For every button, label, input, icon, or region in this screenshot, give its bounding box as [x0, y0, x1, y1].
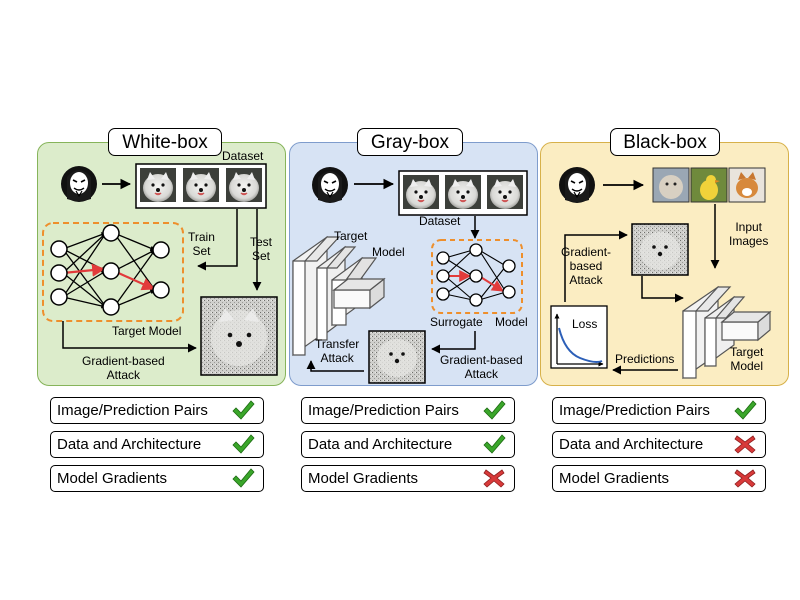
attacker-icon [60, 165, 98, 203]
gray-property-row: Data and Architecture [301, 431, 515, 458]
black-property-row: Data and Architecture [552, 431, 766, 458]
property-label: Data and Architecture [559, 436, 704, 453]
black-property-row: Image/Prediction Pairs [552, 397, 766, 424]
attacker-icon [311, 166, 349, 204]
gray-property-row: Image/Prediction Pairs [301, 397, 515, 424]
property-label: Image/Prediction Pairs [308, 402, 459, 419]
black-target-model-3d [682, 285, 772, 380]
property-label: Image/Prediction Pairs [559, 402, 710, 419]
cross-icon [734, 435, 756, 454]
cross-icon [483, 469, 505, 488]
input-images-label: Input Images [729, 220, 769, 248]
surrogate-label: Surrogate [430, 315, 483, 329]
check-icon [483, 400, 506, 420]
white-dataset-label: Dataset [222, 149, 264, 163]
black-property-row: Model Gradients [552, 465, 766, 492]
train-set-label: Train Set [188, 230, 215, 258]
check-icon [232, 400, 255, 420]
black-attack-label: Gradient- based Attack [561, 245, 612, 287]
transfer-attack-label: Transfer Attack [315, 337, 360, 365]
loss-label: Loss [572, 317, 598, 331]
input-images [652, 167, 766, 203]
property-label: Data and Architecture [57, 436, 202, 453]
gray-property-row: Model Gradients [301, 465, 515, 492]
black-target-model-label: Target Model [730, 345, 764, 373]
property-label: Model Gradients [57, 470, 168, 487]
property-label: Image/Prediction Pairs [57, 402, 208, 419]
black-box-title: Black-box [610, 128, 720, 156]
cross-icon [734, 469, 756, 488]
target-model-3d [292, 235, 386, 357]
white-property-row: Model Gradients [50, 465, 264, 492]
predictions-label: Predictions [615, 352, 675, 366]
property-label: Model Gradients [559, 470, 670, 487]
white-property-row: Image/Prediction Pairs [50, 397, 264, 424]
white-target-model-label: Target Model [112, 324, 182, 338]
white-property-row: Data and Architecture [50, 431, 264, 458]
surrogate-neural-network [436, 243, 516, 307]
target-neural-network [50, 224, 170, 316]
test-set-label: Test Set [250, 235, 273, 263]
check-icon [232, 434, 255, 454]
white-box-title: White-box [108, 128, 222, 156]
check-icon [232, 468, 255, 488]
property-label: Model Gradients [308, 470, 419, 487]
gray-target-label: Target [334, 229, 368, 243]
gray-model-label: Model [372, 245, 405, 259]
white-attack-label: Gradient-based Attack [82, 354, 165, 382]
check-icon [734, 400, 757, 420]
attacker-icon [558, 166, 596, 204]
surrogate-model-label: Model [495, 315, 528, 329]
gray-attack-label: Gradient-based Attack [440, 353, 523, 381]
gray-box-title: Gray-box [357, 128, 463, 156]
property-label: Data and Architecture [308, 436, 453, 453]
gray-dataset-label: Dataset [419, 214, 461, 228]
check-icon [483, 434, 506, 454]
